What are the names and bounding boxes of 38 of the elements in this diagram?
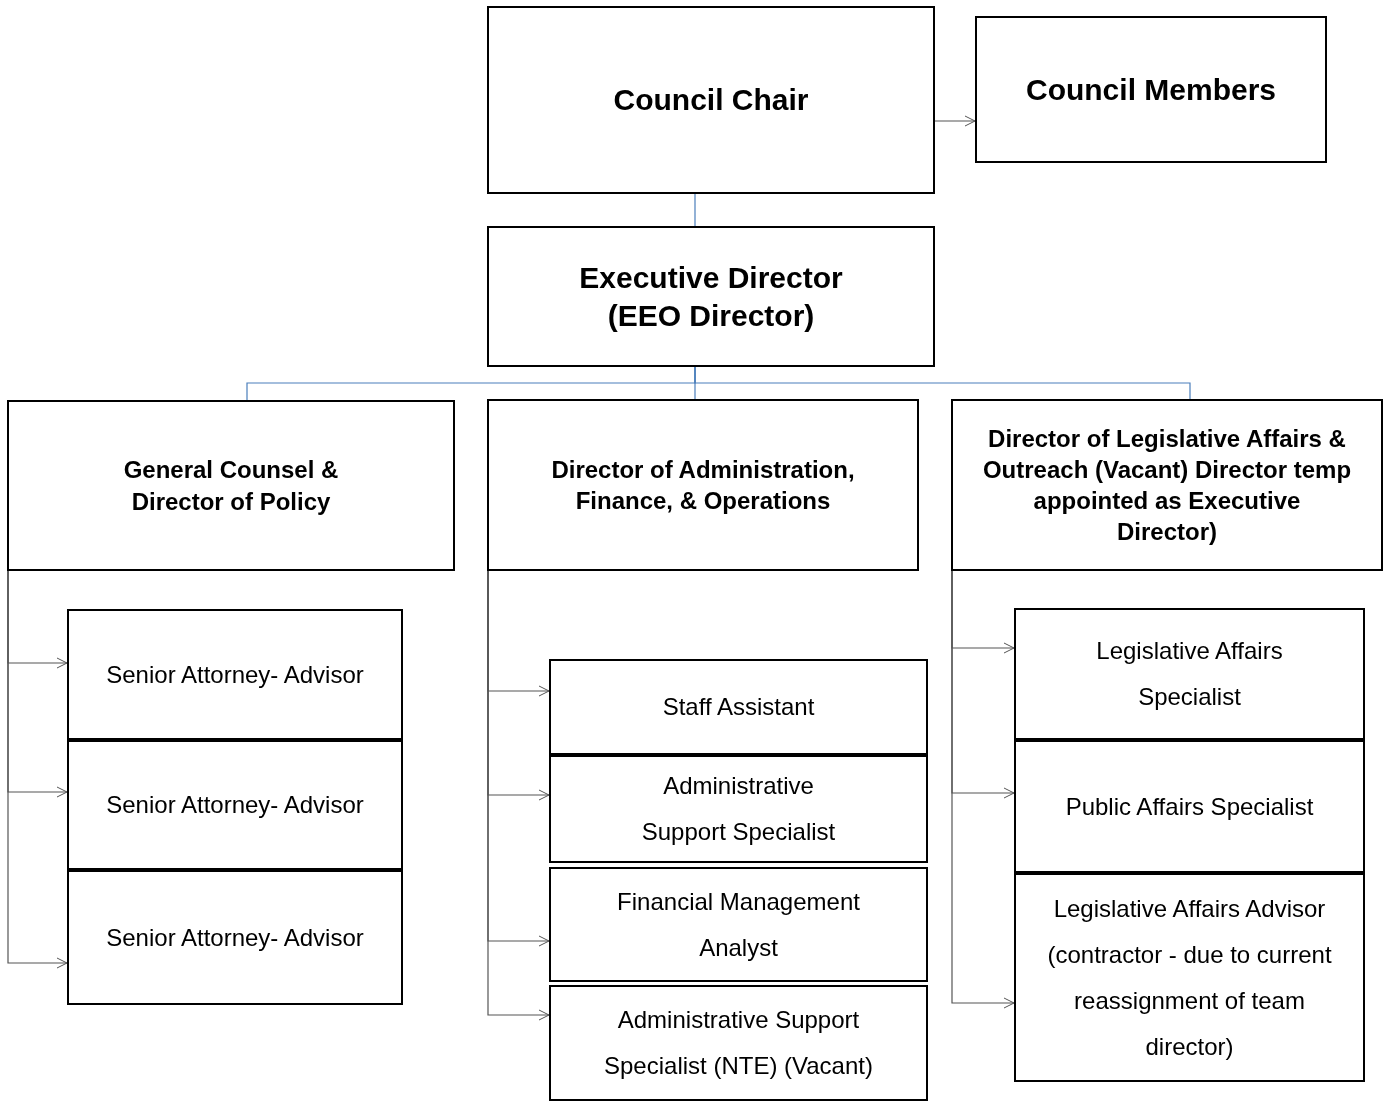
position-box [549,659,928,755]
arrow [7,570,68,969]
position-box [549,755,928,863]
position-box [1014,608,1365,740]
position-title: Council Chair [613,82,809,119]
position-title: Senior Attorney- Advisor [106,922,364,953]
position-title: Council Members [1025,71,1277,108]
position-title: Administrative Support Specialist (NTE) (Vacant) [603,1005,874,1081]
position-title: Senior Attorney- Advisor [106,790,364,820]
position-title: Director of Legislative Affairs & Outreach (Vacant) Director temp appointed as Executive Director) [981,423,1353,548]
connector-line [694,366,1191,400]
position-title: Director of Administration, Finance, & Operations [550,454,856,516]
position-box [951,399,1383,571]
position-title: Legislative Affairs Advisor (contractor - due to current reassignment of team director) [1046,893,1333,1062]
position-box [487,226,935,367]
position-title: Executive Director (EEO Director) [578,260,844,334]
arrow [934,115,976,127]
position-box [67,870,403,1005]
position-title: Legislative Affairs Specialist [1096,636,1283,712]
position-box [487,399,919,571]
position-title: Administrative Support Specialist [640,771,837,847]
position-box [67,740,403,870]
position-box [549,985,928,1101]
position-box [1014,740,1365,873]
position-title: Public Affairs Specialist [1065,791,1314,822]
connector-line [694,193,696,227]
position-title: General Counsel & Director of Policy [122,455,340,517]
arrow [951,570,1015,1009]
position-title: Staff Assistant [662,692,815,722]
arrow [487,570,550,1021]
position-box [549,867,928,982]
position-box [67,609,403,740]
position-title: Senior Attorney- Advisor [106,659,364,690]
position-title: Financial Management Analyst [616,886,861,963]
position-box [487,6,935,194]
position-box [1014,873,1365,1082]
position-box [7,400,455,571]
position-box [975,16,1327,163]
